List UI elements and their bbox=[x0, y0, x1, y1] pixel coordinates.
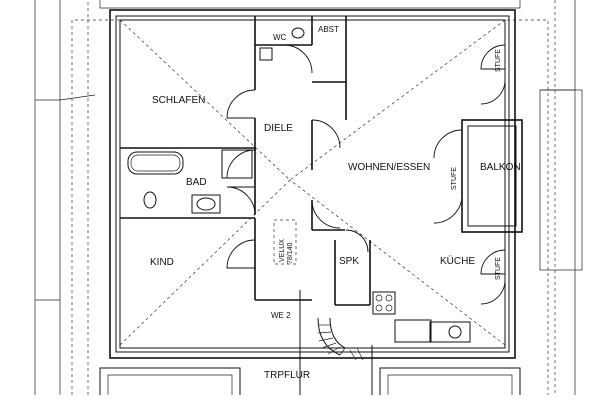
staircase bbox=[299, 317, 373, 395]
room-label-balkon: BALKON bbox=[480, 162, 521, 173]
stufe-label-middle: STUFE bbox=[451, 167, 458, 190]
room-label-kind: KIND bbox=[150, 257, 174, 268]
room-label-schlafen: SCHLAFEN bbox=[152, 95, 205, 106]
balcony bbox=[461, 119, 523, 233]
velux-label-line2: 78/140 bbox=[287, 242, 294, 264]
room-label-diele: DIELE bbox=[264, 123, 293, 134]
we-label: WE 2 bbox=[271, 311, 291, 320]
roof-hip-lines bbox=[119, 19, 506, 346]
room-label-trpflur: TRPFLUR bbox=[264, 370, 310, 381]
stufe-label-top: STUFE bbox=[495, 49, 502, 72]
room-label-kueche: KÜCHE bbox=[440, 255, 475, 267]
stufe-label-bottom: STUFE bbox=[495, 257, 502, 280]
room-label-bad: BAD bbox=[186, 177, 207, 188]
velux-label-line1: VELUX bbox=[279, 239, 286, 262]
velux-skylight bbox=[273, 219, 297, 265]
room-label-spk: SPK bbox=[339, 256, 359, 267]
interior-walls bbox=[120, 16, 371, 345]
room-label-wc: WC bbox=[273, 33, 287, 42]
room-label-wohnen-essen: WOHNEN/ESSEN bbox=[348, 162, 430, 173]
fixtures bbox=[127, 27, 471, 343]
lower-dormers bbox=[99, 367, 521, 395]
room-label-abst: ABST bbox=[318, 25, 339, 34]
